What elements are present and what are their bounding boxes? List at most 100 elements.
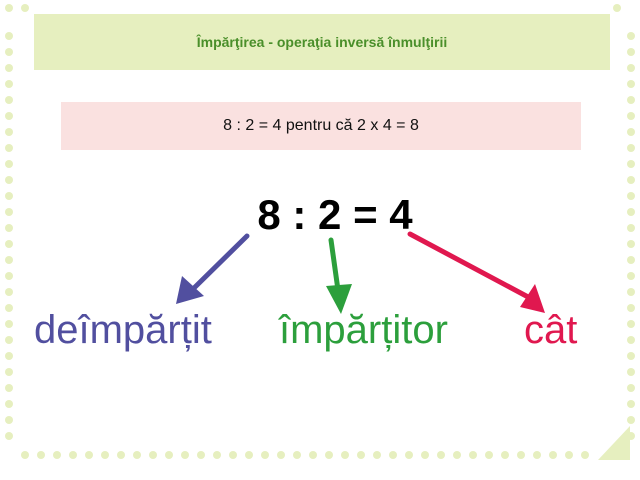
border-dot <box>627 64 635 72</box>
border-dot <box>149 451 157 459</box>
title-banner: Împărţirea - operaţia inversă înmulţirii <box>34 14 610 70</box>
border-dot <box>5 48 13 56</box>
border-dot <box>485 451 493 459</box>
border-dot <box>5 96 13 104</box>
border-dot <box>5 384 13 392</box>
border-dot <box>627 128 635 136</box>
border-dot <box>293 451 301 459</box>
term-quotient: cât <box>524 308 578 352</box>
border-dot <box>421 451 429 459</box>
border-dot <box>5 400 13 408</box>
border-dot <box>117 451 125 459</box>
term-dividend: deîmpărțit <box>34 308 212 352</box>
border-dot <box>627 80 635 88</box>
border-dot <box>213 451 221 459</box>
slide-title: Împărţirea - operaţia inversă înmulţirii <box>196 34 448 50</box>
border-dot <box>581 451 589 459</box>
border-dot <box>357 451 365 459</box>
border-dot <box>565 451 573 459</box>
term-divisor: împărțitor <box>279 308 448 352</box>
arrow-to-quotient <box>407 231 545 313</box>
border-dot <box>627 176 635 184</box>
border-dot <box>5 80 13 88</box>
border-dot <box>405 451 413 459</box>
border-dot <box>627 192 635 200</box>
border-dot <box>5 192 13 200</box>
border-dot <box>627 384 635 392</box>
border-dot <box>501 451 509 459</box>
border-dot <box>627 288 635 296</box>
border-dot <box>373 451 381 459</box>
border-dot <box>197 451 205 459</box>
border-dot <box>627 304 635 312</box>
border-dot <box>5 160 13 168</box>
border-dot <box>5 320 13 328</box>
border-dot <box>245 451 253 459</box>
border-dot <box>5 64 13 72</box>
border-dot <box>5 256 13 264</box>
border-dot <box>469 451 477 459</box>
border-dot <box>627 400 635 408</box>
border-dot <box>5 176 13 184</box>
border-dot <box>627 112 635 120</box>
border-dot <box>627 336 635 344</box>
border-dot <box>627 352 635 360</box>
border-dot <box>437 451 445 459</box>
border-dot <box>627 32 635 40</box>
border-dot <box>341 451 349 459</box>
border-dot <box>627 144 635 152</box>
division-equation: 8 : 2 = 4 <box>257 191 413 238</box>
border-dot <box>21 4 29 12</box>
border-dot <box>5 128 13 136</box>
border-dot <box>5 304 13 312</box>
arrow-to-dividend <box>176 233 250 304</box>
border-dot <box>133 451 141 459</box>
arrow-to-divisor <box>326 237 352 314</box>
border-dot <box>5 240 13 248</box>
border-dot <box>5 336 13 344</box>
border-dot <box>5 272 13 280</box>
border-dot <box>5 352 13 360</box>
border-dot <box>533 451 541 459</box>
border-dot <box>627 240 635 248</box>
border-dot <box>627 272 635 280</box>
border-dot <box>309 451 317 459</box>
border-dot <box>453 451 461 459</box>
border-dot <box>627 160 635 168</box>
example-banner: 8 : 2 = 4 pentru că 2 x 4 = 8 <box>61 102 581 150</box>
border-dot <box>5 432 13 440</box>
border-dot <box>5 112 13 120</box>
border-dot <box>165 451 173 459</box>
border-dot <box>277 451 285 459</box>
border-dot <box>181 451 189 459</box>
border-dot <box>325 451 333 459</box>
border-dot <box>627 368 635 376</box>
border-dot <box>69 451 77 459</box>
border-dot <box>627 256 635 264</box>
border-dot <box>627 208 635 216</box>
border-dot <box>627 48 635 56</box>
border-dot <box>613 4 621 12</box>
border-dot <box>53 451 61 459</box>
border-dot <box>549 451 557 459</box>
border-dot <box>627 416 635 424</box>
border-dot <box>229 451 237 459</box>
border-dot <box>5 368 13 376</box>
border-dot <box>5 4 13 12</box>
border-dot <box>517 451 525 459</box>
border-dot <box>5 144 13 152</box>
border-dot <box>261 451 269 459</box>
border-dot <box>5 32 13 40</box>
border-dot <box>85 451 93 459</box>
border-dot <box>5 208 13 216</box>
border-dot <box>5 288 13 296</box>
border-dot <box>627 320 635 328</box>
border-dot <box>21 451 29 459</box>
border-dot <box>5 224 13 232</box>
border-dot <box>389 451 397 459</box>
border-dot <box>627 96 635 104</box>
